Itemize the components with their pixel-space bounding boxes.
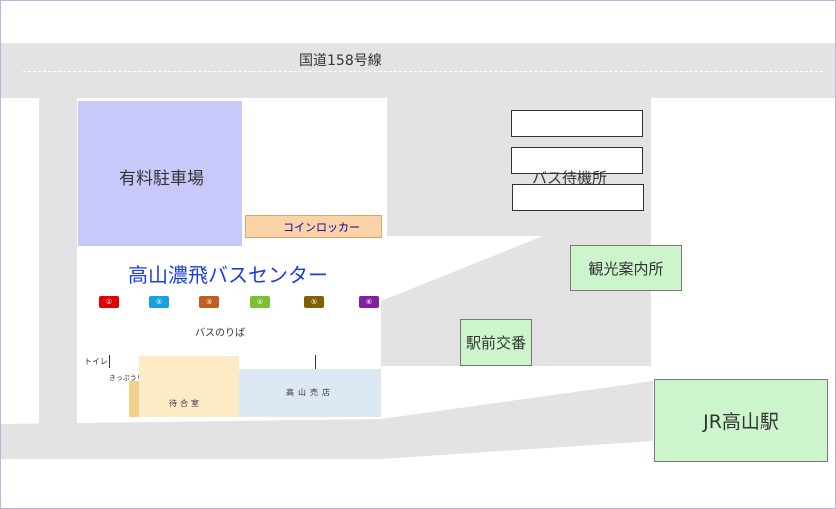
platform-edge-line	[241, 355, 316, 369]
ticket-office-label: きっぷうりば	[109, 374, 151, 382]
road-center-dashed-line	[23, 71, 823, 72]
bus-bay-2: ②	[149, 296, 169, 308]
waiting-room	[139, 356, 239, 417]
bus-waiting-bay-3	[512, 184, 644, 211]
bus-bay-5: ⑤	[304, 296, 324, 308]
police-box: 駅前交番	[460, 319, 532, 366]
takayama-shop-label: 高山売店	[286, 388, 334, 397]
left-vertical-road	[39, 98, 77, 428]
bus-waiting-area-label: バス待機所	[532, 169, 608, 187]
national-route-158-road	[1, 43, 835, 98]
waiting-room-accent	[129, 381, 139, 417]
bus-bay-4: ④	[250, 296, 270, 308]
takayama-shop	[239, 369, 381, 417]
parking-lot	[78, 101, 242, 246]
road-label: 国道158号線	[299, 53, 382, 69]
bus-center-title: 高山濃飛バスセンター	[128, 263, 328, 287]
waiting-room-label: 待合室	[169, 399, 202, 408]
bus-bay-6: ⑥	[359, 296, 379, 308]
coin-locker	[245, 215, 382, 238]
bus-bay-3: ③	[199, 296, 219, 308]
toilet-label: トイレ	[84, 357, 108, 366]
tourist-info-center: 観光案内所	[570, 245, 682, 291]
toilet-divider	[109, 355, 110, 368]
jr-takayama-station: JR高山駅	[654, 379, 828, 462]
bus-waiting-bay-1	[511, 110, 643, 137]
bus-waiting-bay-2	[511, 147, 643, 174]
bus-platforms-label: バスのりば	[195, 328, 245, 339]
bus-bay-1: ①	[99, 296, 119, 308]
coin-locker-label: コインロッカー	[283, 221, 360, 234]
parking-label: 有料駐車場	[119, 169, 204, 189]
